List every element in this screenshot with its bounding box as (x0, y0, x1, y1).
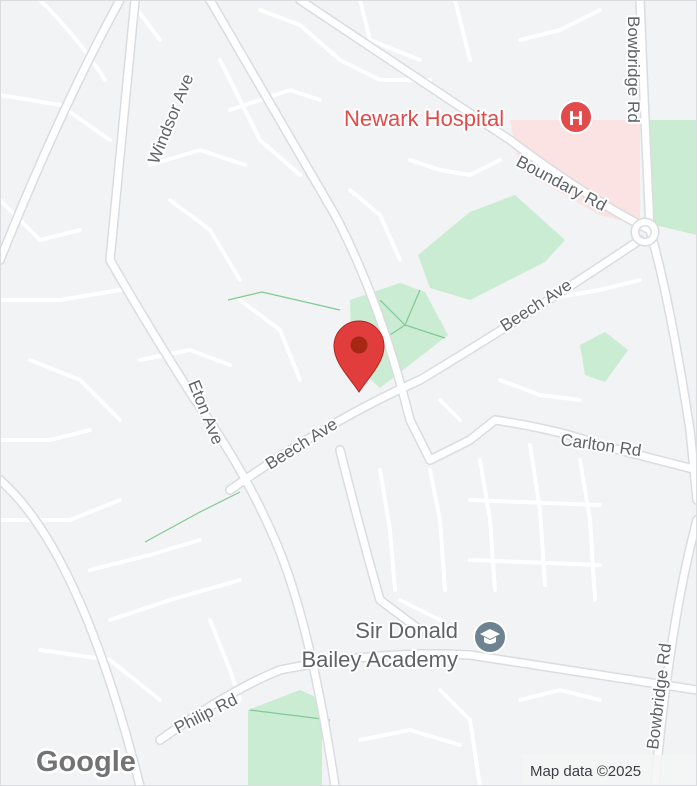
map-pin-icon[interactable] (333, 320, 385, 393)
google-logo: Google (36, 746, 136, 778)
svg-text:H: H (569, 108, 583, 130)
attribution-box (522, 755, 697, 786)
school-label-line1: Sir Donald (355, 618, 458, 643)
graduation-cap-icon (473, 620, 507, 654)
hospital-poi[interactable]: Newark Hospital H (342, 100, 593, 134)
footpaths (144, 289, 446, 721)
street-label-bowbridge-rd-north: Bowbridge Rd (624, 16, 643, 123)
minor-roads (0, 0, 642, 786)
map-attribution[interactable]: Map data ©2025 (530, 763, 641, 780)
hospital-icon: H (559, 100, 593, 134)
hospital-label: Newark Hospital (344, 106, 504, 131)
school-label-line2: Bailey Academy (301, 647, 458, 672)
hospital-area (510, 120, 640, 225)
school-poi[interactable]: Sir Donald Bailey Academy (299, 616, 507, 674)
parks (248, 120, 697, 786)
